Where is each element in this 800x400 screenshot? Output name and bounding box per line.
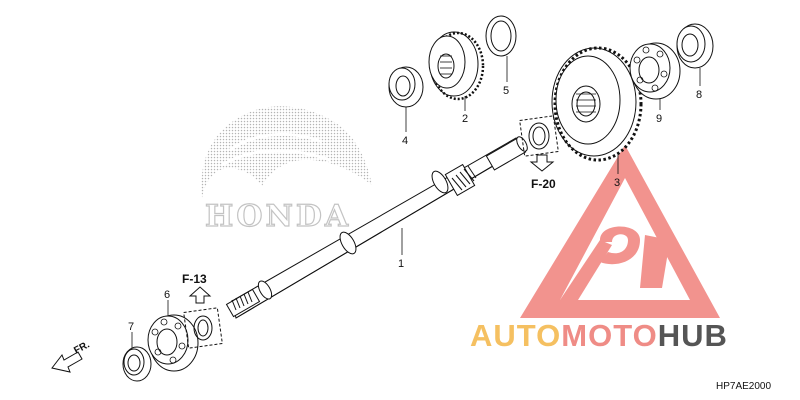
seal-7 — [122, 346, 152, 382]
callout-8: 8 — [696, 89, 702, 101]
callout-9: 9 — [656, 113, 662, 125]
front-direction-arrow: FR. — [51, 339, 92, 373]
honda-wing-logo: HONDA — [201, 106, 372, 235]
ref-box-f20 — [519, 115, 559, 157]
ref-arrow-f13 — [188, 286, 212, 304]
ref-label-f20: F-20 — [531, 177, 556, 191]
watermark-auto: AUTO — [470, 318, 561, 353]
callout-3: 3 — [614, 177, 620, 189]
ref-arrow-f20 — [529, 154, 555, 172]
callout-5: 5 — [503, 85, 509, 97]
callout-4: 4 — [402, 135, 408, 147]
shaft-end-right — [516, 136, 528, 152]
leader-lines — [131, 56, 701, 348]
front-direction-label: FR. — [72, 339, 92, 356]
shaft-collar-left — [257, 280, 273, 300]
ref-label-f13: F-13 — [182, 272, 207, 286]
bearing-6 — [147, 314, 199, 372]
watermark-hub: HUB — [658, 318, 728, 353]
callout-7: 7 — [128, 321, 134, 333]
honda-wordmark: HONDA — [205, 199, 351, 234]
mainshaft — [225, 136, 528, 319]
washer-4 — [388, 66, 424, 108]
callout-2: 2 — [462, 113, 468, 125]
callout-1: 1 — [398, 258, 404, 270]
watermark-wordmark: AUTOMOTOHUB — [470, 318, 728, 353]
gear-small — [428, 31, 485, 101]
shaft-collar-right — [431, 170, 449, 194]
seal-8 — [676, 23, 714, 69]
gear-large — [551, 46, 643, 162]
drawing-code: HP7AE2000 — [716, 381, 771, 392]
watermark-moto: MOTO — [561, 318, 657, 353]
watermark-triangle — [520, 145, 720, 318]
shaft-spline-left — [225, 288, 261, 318]
shaft-collar-mid — [339, 231, 357, 255]
ring-5 — [485, 15, 517, 57]
bearing-9 — [629, 42, 681, 100]
ref-box-f13 — [183, 307, 223, 349]
callout-6: 6 — [164, 289, 170, 301]
shaft-spline-right — [444, 163, 477, 197]
